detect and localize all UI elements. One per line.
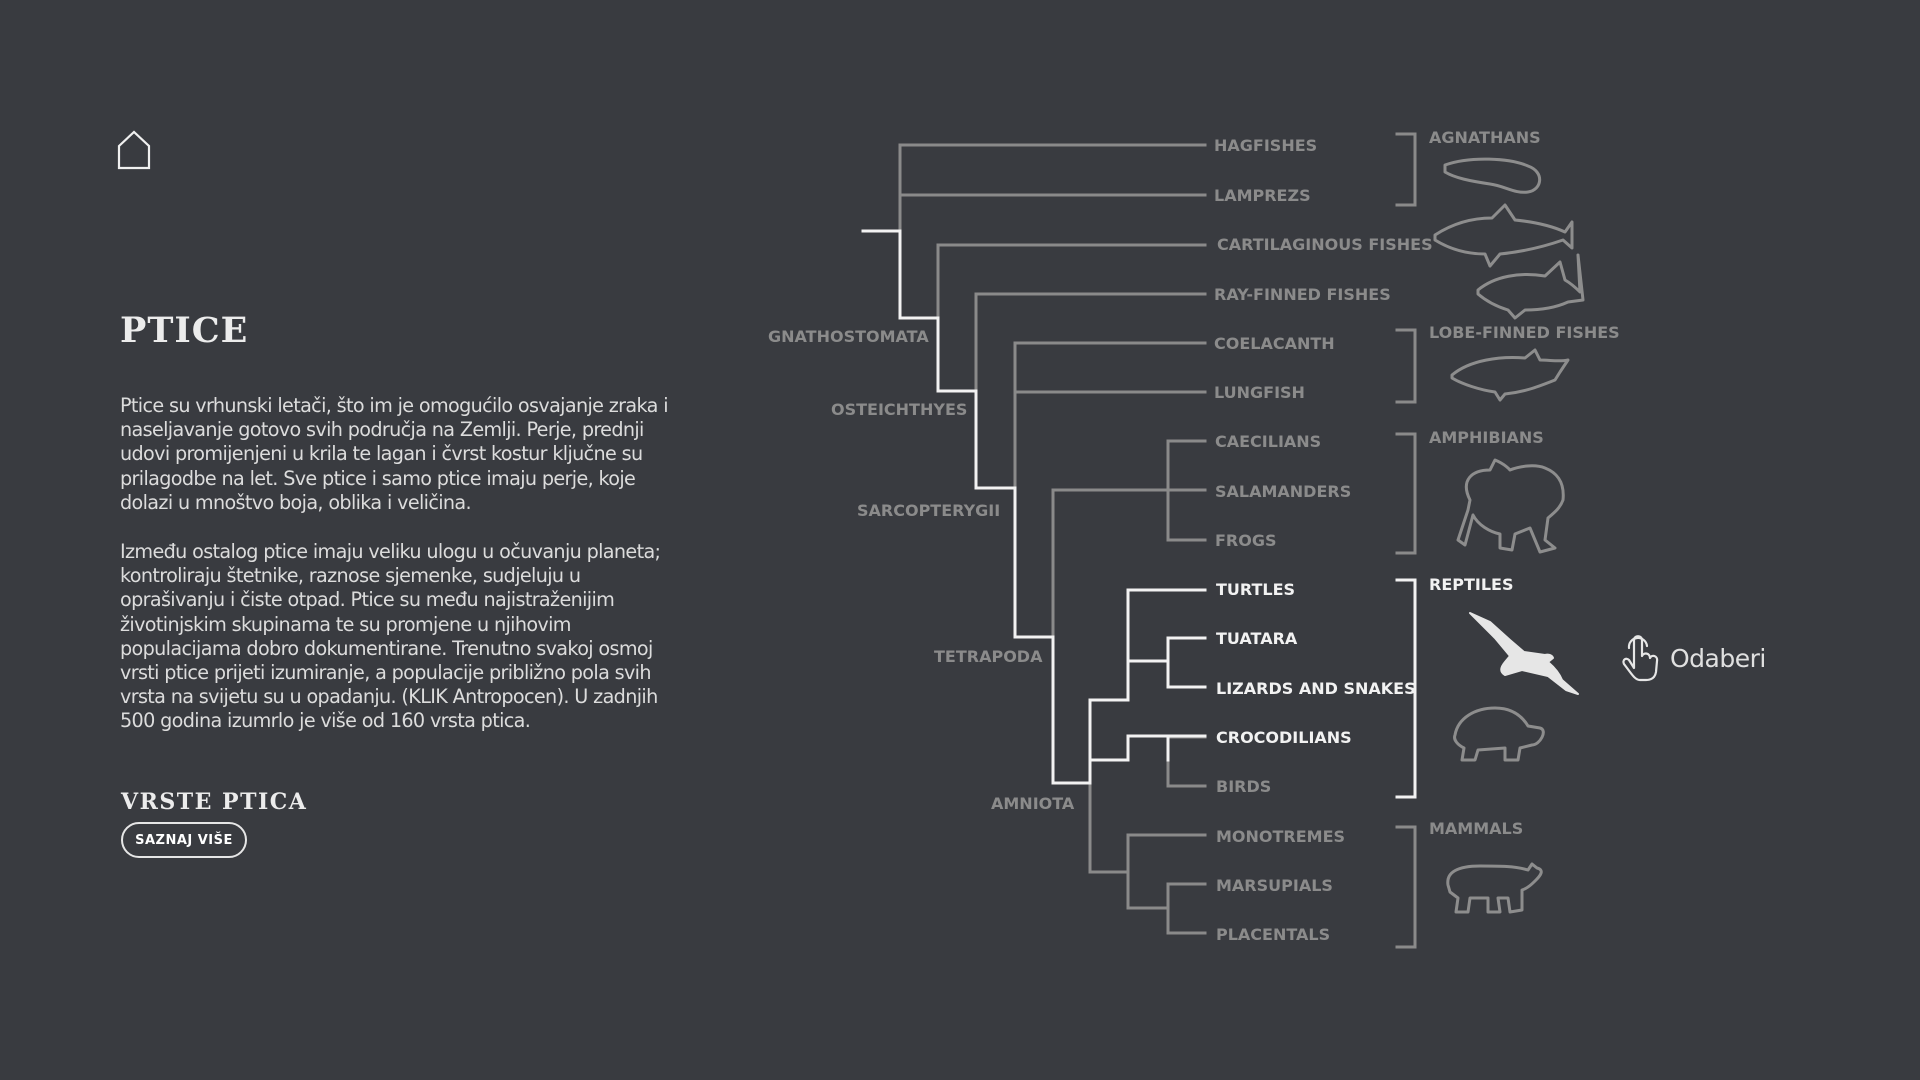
taxon-lamprezs[interactable]: LAMPREZS (1214, 186, 1311, 205)
learn-more-button[interactable]: SAZNAJ VIŠE (121, 822, 247, 858)
taxon-placentals[interactable]: PLACENTALS (1216, 925, 1330, 944)
intro-text: Ptice su vrhunski letači, što im je omog… (120, 394, 680, 759)
group-lobe-finned-fishes[interactable]: LOBE-FINNED FISHES (1429, 323, 1620, 342)
taxon-monotremes[interactable]: MONOTREMES (1216, 827, 1345, 846)
group-agnathans[interactable]: AGNATHANS (1429, 128, 1541, 147)
taxon-hagfishes[interactable]: HAGFISHES (1214, 136, 1317, 155)
taxon-turtles[interactable]: TURTLES (1216, 580, 1295, 599)
bird-icon (1469, 612, 1579, 695)
shark-icon (1433, 203, 1574, 268)
taxon-salamanders[interactable]: SALAMANDERS (1215, 482, 1351, 501)
coelacanth-icon (1450, 348, 1570, 402)
group-amphibians[interactable]: AMPHIBIANS (1429, 428, 1544, 447)
section-title: VRSTE PTICA (121, 789, 308, 815)
taxon-cartilaginous-fishes[interactable]: CARTILAGINOUS FISHES (1217, 235, 1433, 254)
intro-paragraph-2: Između ostalog ptice imaju veliku ulogu … (120, 540, 661, 733)
taxon-frogs[interactable]: FROGS (1215, 531, 1277, 550)
taxon-caecilians[interactable]: CAECILIANS (1215, 432, 1321, 451)
tree-branches (898, 143, 1207, 935)
taxon-ray-finned-fishes[interactable]: RAY-FINNED FISHES (1214, 285, 1391, 304)
taxon-marsupials[interactable]: MARSUPIALS (1216, 876, 1333, 895)
frog-icon (1456, 458, 1565, 554)
tap-hand-icon (1622, 635, 1659, 682)
select-label: Odaberi (1670, 644, 1766, 673)
group-brackets (1395, 132, 1417, 949)
taxa-labels[interactable]: HAGFISHES LAMPREZS CARTILAGINOUS FISHES … (1214, 136, 1433, 944)
intro-paragraph-1: Ptice su vrhunski letači, što im je omog… (120, 394, 669, 514)
clade-label: GNATHOSTOMATA (768, 327, 929, 346)
lamprey-icon (1443, 157, 1542, 194)
fish-icon (1476, 253, 1585, 320)
home-icon[interactable] (117, 130, 151, 170)
bear-icon (1446, 862, 1543, 914)
clade-label: TETRAPODA (934, 647, 1043, 666)
taxon-coelacanth[interactable]: COELACANTH (1214, 334, 1335, 353)
clade-label: OSTEICHTHYES (831, 400, 967, 419)
group-labels[interactable]: AGNATHANS LOBE-FINNED FISHES AMPHIBIANS … (1429, 128, 1620, 838)
group-reptiles[interactable]: REPTILES (1429, 575, 1514, 594)
group-mammals[interactable]: MAMMALS (1429, 819, 1523, 838)
tree-branches-highlighted (861, 229, 1207, 785)
taxon-tuatara[interactable]: TUATARA (1216, 629, 1298, 648)
clade-label: AMNIOTA (991, 794, 1075, 813)
clade-labels: GNATHOSTOMATA OSTEICHTHYES SARCOPTERYGII… (768, 327, 1075, 813)
clade-label: SARCOPTERYGII (857, 501, 1000, 520)
taxon-birds[interactable]: BIRDS (1216, 777, 1271, 796)
taxon-lizards-and-snakes[interactable]: LIZARDS AND SNAKES (1216, 679, 1416, 698)
turtle-icon (1453, 706, 1545, 762)
page-title: PTICE (120, 310, 249, 351)
taxon-lungfish[interactable]: LUNGFISH (1214, 383, 1305, 402)
taxon-crocodilians[interactable]: CROCODILIANS (1216, 728, 1352, 747)
